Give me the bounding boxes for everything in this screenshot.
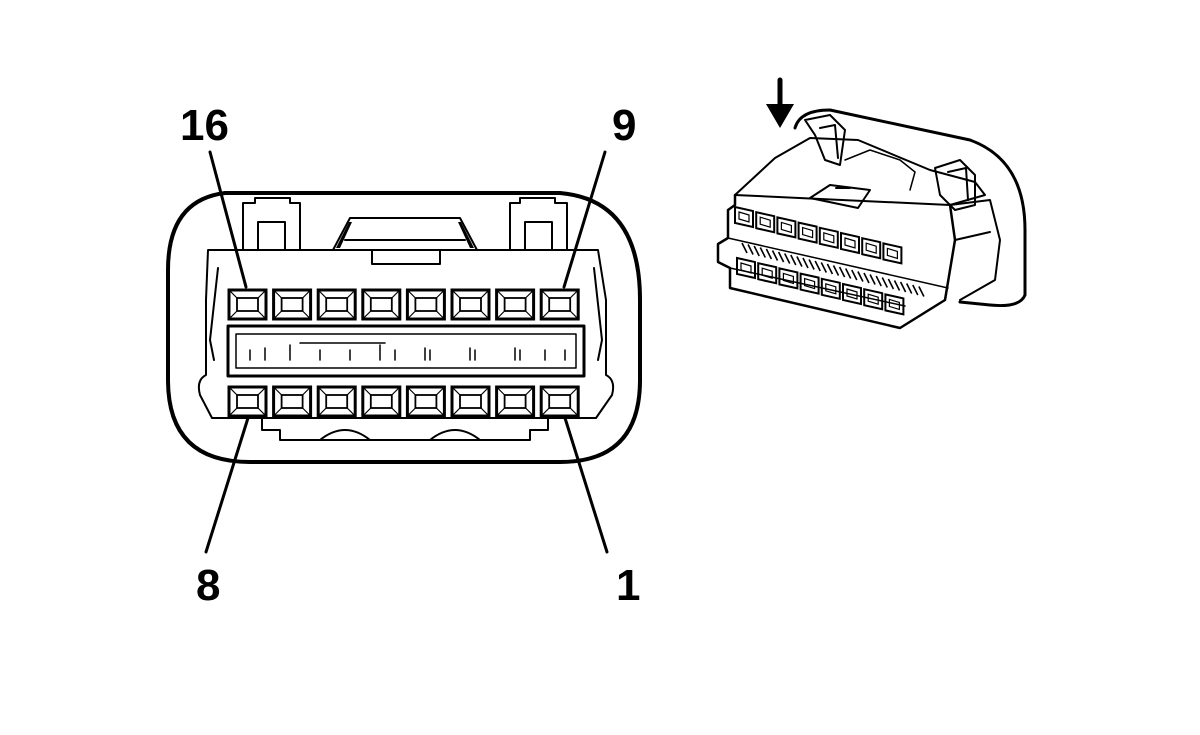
persp-top-pin-7 <box>861 236 882 260</box>
pin-cavity-8 <box>227 385 268 418</box>
contact-hatch <box>808 259 815 270</box>
pin-label-16: 16 <box>180 101 229 150</box>
persp-pin-row-bottom <box>736 256 905 316</box>
contact-hatch <box>851 269 858 281</box>
persp-top-face <box>734 137 986 206</box>
persp-bottom-pin-2 <box>757 261 778 285</box>
persp-bottom-pin-4 <box>799 272 820 295</box>
persp-top-pin-4 <box>797 221 818 244</box>
contact-hatch <box>857 271 864 282</box>
leader-line-pin-16 <box>208 150 248 289</box>
persp-top-pin-1 <box>734 205 754 229</box>
persp-pin-row-top <box>734 205 903 265</box>
pin-cavity-9 <box>539 288 580 321</box>
contact-hatch <box>905 283 913 294</box>
persp-front-face <box>716 193 957 330</box>
persp-bottom-pin-6 <box>842 282 862 306</box>
perspective-view-connector <box>716 77 1027 330</box>
latch-left <box>242 197 301 251</box>
pin-cavity-6 <box>316 385 357 418</box>
pin-label-8: 8 <box>196 561 220 610</box>
contact-hatch <box>814 260 821 272</box>
contact-hatch <box>826 263 834 275</box>
contact-hatch <box>759 247 767 258</box>
bottom-tabs <box>261 417 549 441</box>
persp-top-pin-6 <box>840 231 860 255</box>
persp-latch-right <box>934 159 976 211</box>
pin-cavity-14 <box>316 288 357 321</box>
persp-shell <box>793 108 1027 307</box>
pin-cavity-12 <box>405 288 446 321</box>
persp-bottom-pin-5 <box>820 277 841 301</box>
contact-hatch <box>918 286 925 297</box>
front-view-connector: 16 9 8 1 <box>166 101 642 610</box>
contact-hatch <box>912 284 919 296</box>
persp-top-pin-5 <box>818 226 839 250</box>
pin-label-1: 1 <box>616 561 640 610</box>
contact-hatch <box>741 242 748 254</box>
pin-cavity-7 <box>272 385 313 418</box>
pin-cavity-13 <box>361 288 402 321</box>
contact-hatch <box>887 278 895 290</box>
housing-inner <box>197 249 615 419</box>
contact-hatch <box>790 254 797 266</box>
contact-hatch <box>838 266 846 278</box>
pin-row-bottom <box>227 385 580 418</box>
persp-key <box>809 184 871 209</box>
pin-cavity-4 <box>405 385 446 418</box>
pin-cavity-16 <box>227 288 268 321</box>
persp-bottom-pin-8 <box>884 293 905 316</box>
persp-top-pin-8 <box>882 242 903 265</box>
side-rails <box>209 267 603 361</box>
contact-hatch <box>753 245 760 257</box>
contact-hatch <box>893 280 901 291</box>
contact-hatch <box>844 268 852 279</box>
persp-right-side <box>949 199 1001 301</box>
persp-top-pin-3 <box>776 216 797 239</box>
contact-hatch <box>875 275 882 287</box>
contact-hatch <box>765 248 773 260</box>
pin-cavity-15 <box>272 288 313 321</box>
contact-hatch <box>869 274 876 285</box>
pin-cavity-11 <box>450 288 491 321</box>
persp-bottom-pin-7 <box>863 287 884 311</box>
pin-cavity-3 <box>450 385 491 418</box>
contact-hatch <box>820 262 828 273</box>
center-key <box>332 217 478 265</box>
pin-cavity-1 <box>539 385 580 418</box>
contact-hatch <box>863 272 870 284</box>
down-arrow-icon <box>766 77 794 128</box>
contact-hatch <box>747 244 754 255</box>
contact-hatch <box>832 265 840 276</box>
latch-right <box>509 197 568 251</box>
contact-hatch <box>899 281 907 293</box>
contact-hatch <box>777 251 785 263</box>
contact-hatch <box>802 257 809 269</box>
contact-hatch <box>771 250 779 261</box>
pin-label-9: 9 <box>612 101 636 150</box>
persp-top-pin-2 <box>755 210 776 234</box>
pin-cavity-5 <box>361 385 402 418</box>
contact-hatch <box>881 277 889 288</box>
contact-hatch <box>796 256 803 267</box>
persp-contact-strip <box>741 242 925 297</box>
pin-row-top <box>227 288 580 321</box>
leader-line-pin-9 <box>562 150 607 289</box>
pin-cavity-10 <box>495 288 536 321</box>
pin-cavity-2 <box>495 385 536 418</box>
persp-bottom-pin-1 <box>736 256 756 280</box>
leader-line-pin-1 <box>563 416 609 554</box>
leader-line-pin-8 <box>204 416 250 554</box>
housing-outline <box>166 191 642 464</box>
persp-latch-left <box>804 114 846 166</box>
contact-hatch <box>783 253 791 264</box>
center-rail <box>226 324 586 378</box>
persp-bottom-pin-3 <box>778 267 799 290</box>
